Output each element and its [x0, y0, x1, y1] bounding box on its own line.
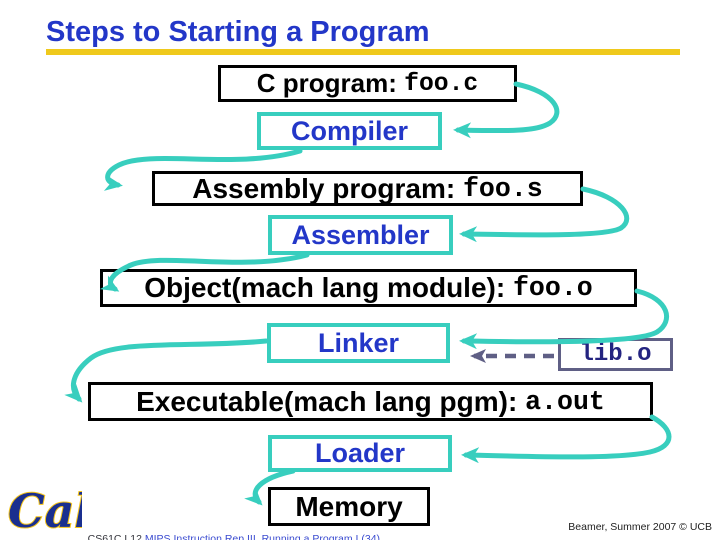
- flow-box-executable: Executable(mach lang pgm): a.out: [88, 382, 653, 421]
- flow-box-filename: foo.c: [404, 69, 479, 98]
- svg-text:Cal: Cal: [8, 484, 82, 538]
- flow-box-filename: lib.o: [579, 341, 652, 368]
- flow-box-label: Linker: [317, 327, 400, 358]
- flow-box-label: Compiler: [290, 115, 409, 146]
- flow-box-filename: foo.s: [462, 173, 543, 204]
- flow-box-filename: a.out: [525, 386, 605, 417]
- flow-box-lib-o: lib.o: [558, 338, 673, 371]
- footer-credit: Beamer, Summer 2007 © UCB: [568, 521, 712, 533]
- flow-box-label: C program:: [256, 68, 405, 98]
- title-underline: [46, 49, 680, 55]
- flow-box-compiler: Compiler: [257, 112, 442, 150]
- flow-box-filename: foo.o: [512, 273, 593, 303]
- page-title: Steps to Starting a Program: [46, 16, 430, 48]
- flow-box-label: Memory: [295, 490, 403, 522]
- flow-box-label: Object(mach lang module):: [144, 272, 513, 303]
- flow-box-assembler: Assembler: [268, 215, 453, 255]
- flow-box-label: Executable(mach lang pgm):: [136, 385, 526, 417]
- flow-box-memory: Memory: [268, 487, 430, 526]
- flow-box-c-program: C program: foo.c: [218, 65, 517, 102]
- footer-left: CS61C L12 MIPS Instruction Rep III, Runn…: [76, 521, 380, 540]
- arrow-executable-to-loader: [461, 414, 672, 464]
- flow-box-label: Assembly program:: [192, 172, 463, 204]
- footer-lecture-title: MIPS Instruction Rep III, Running a Prog…: [144, 533, 381, 540]
- flow-box-assembly-program: Assembly program: foo.s: [152, 171, 583, 206]
- flow-box-linker: Linker: [267, 323, 450, 363]
- footer-course-code: CS61C L12: [87, 533, 145, 540]
- cal-logo-icon: Cal: [7, 483, 82, 539]
- flow-box-object-module: Object(mach lang module): foo.o: [100, 269, 637, 307]
- flow-box-label: Assembler: [291, 219, 430, 250]
- flow-box-label: Loader: [314, 438, 406, 468]
- flow-box-loader: Loader: [268, 435, 452, 472]
